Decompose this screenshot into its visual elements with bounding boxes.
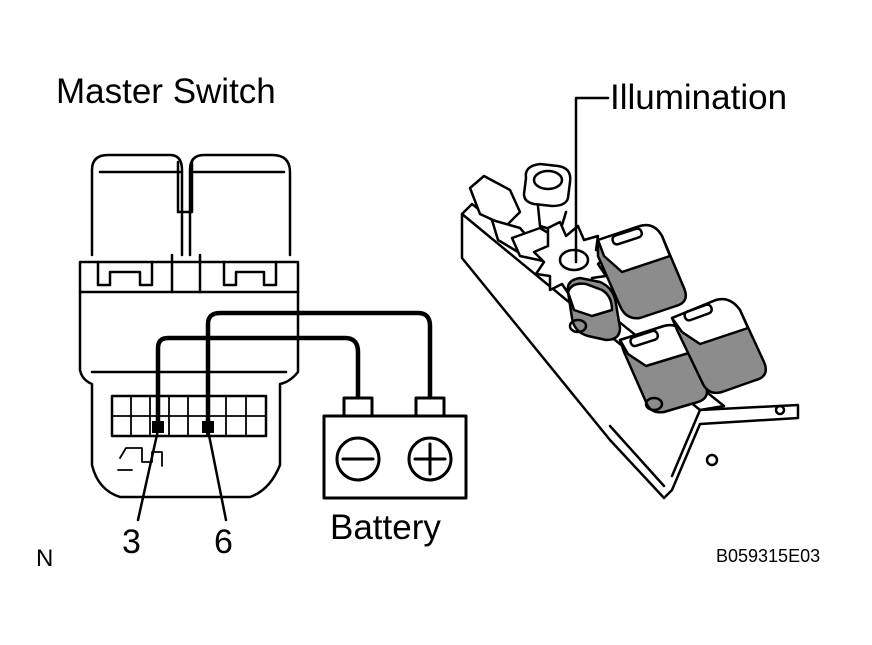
illumination-leader [574,96,610,264]
terminal-pin-6 [202,421,214,433]
right-button [188,153,292,257]
switch-body [78,260,300,499]
note-n-label: N [36,545,54,572]
plus-icon [407,436,453,482]
pin-6-label: 6 [214,523,233,561]
terminal-pin-3 [152,421,164,433]
left-button [90,153,184,257]
master-switch-drawing [78,153,300,499]
battery-drawing [322,396,468,500]
wire-pin-3 [155,335,361,430]
figure-code-label: B059315E03 [716,546,821,566]
battery-post-negative [342,396,374,418]
illumination-label: Illumination [610,78,788,117]
battery-post-positive [414,396,446,418]
indicator-lamp [558,248,590,272]
battery-label: Battery [330,508,441,547]
pin-3-label: 3 [122,523,141,561]
wiring [155,310,433,430]
master-switch-label: Master Switch [56,72,276,111]
switch-assembly-drawing [460,96,800,500]
minus-icon [335,436,381,482]
wire-pin-6 [205,310,433,430]
battery-case [322,414,468,500]
